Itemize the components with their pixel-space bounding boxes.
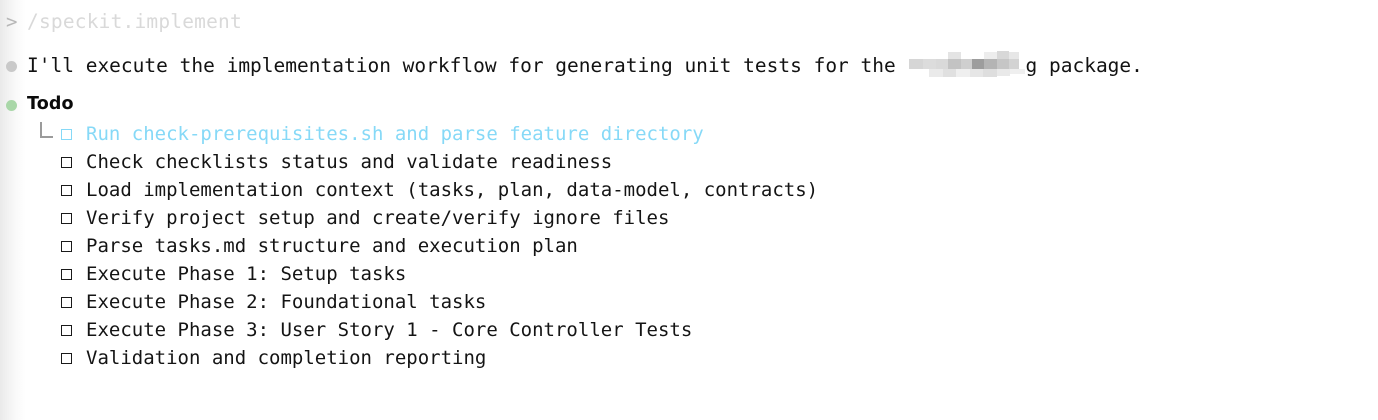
assistant-gutter	[0, 60, 27, 72]
conversation-transcript: > /speckit.implement I'll execute the im…	[0, 0, 1378, 372]
todo-item[interactable]: Verify project setup and create/verify i…	[0, 204, 1378, 232]
redaction-pixel-block	[955, 69, 970, 77]
todo-panel-title: Todo	[27, 94, 74, 115]
checkbox-empty-icon[interactable]	[61, 184, 72, 196]
redaction-pixel-block	[1008, 52, 1019, 59]
todo-gutter	[0, 99, 27, 111]
redaction-pixel-block	[922, 59, 936, 69]
todo-item[interactable]: Parse tasks.md structure and execution p…	[0, 232, 1378, 260]
prompt-chevron-icon: >	[6, 10, 18, 33]
message-text-before: I'll execute the implementation workflow…	[27, 54, 908, 78]
todo-item[interactable]: Execute Phase 1: Setup tasks	[0, 260, 1378, 288]
redaction-pixel-block	[996, 69, 1010, 76]
redacted-text-block	[908, 51, 1025, 81]
checkbox-empty-icon[interactable]	[61, 212, 72, 224]
redaction-pixel-block	[928, 69, 943, 77]
todo-item-label: Execute Phase 2: Foundational tasks	[86, 290, 487, 313]
redaction-pixel-block	[1008, 59, 1019, 69]
redaction-pixel-block	[983, 52, 997, 59]
todo-item-label: Run check-prerequisites.sh and parse fea…	[86, 122, 704, 145]
todo-item-label: Execute Phase 1: Setup tasks	[86, 262, 407, 285]
todo-list: Run check-prerequisites.sh and parse fea…	[0, 120, 1378, 372]
redaction-pixel-block	[908, 59, 923, 69]
redaction-pixel-block	[947, 59, 961, 69]
command-echo-row: > /speckit.implement	[0, 0, 1378, 44]
todo-item[interactable]: Execute Phase 3: User Story 1 - Core Con…	[0, 316, 1378, 344]
checkbox-empty-icon[interactable]	[61, 296, 72, 308]
redaction-pixel-block	[960, 59, 972, 69]
todo-item-label: Parse tasks.md structure and execution p…	[86, 234, 578, 257]
todo-item[interactable]: Check checklists status and validate rea…	[0, 148, 1378, 176]
redaction-pixel-block	[983, 59, 997, 69]
todo-item-label: Validation and completion reporting	[86, 346, 487, 369]
redaction-pixel-block	[996, 51, 1009, 59]
message-text-after: g package.	[1025, 54, 1143, 78]
checkbox-empty-icon[interactable]	[61, 156, 72, 168]
dot-icon	[6, 60, 17, 72]
redaction-pixel-block	[947, 52, 961, 59]
todo-item-label: Verify project setup and create/verify i…	[86, 206, 670, 229]
checkbox-empty-icon[interactable]	[61, 268, 72, 280]
todo-header-row: Todo	[0, 90, 1378, 120]
todo-item[interactable]: Validation and completion reporting	[0, 344, 1378, 372]
command-gutter: >	[0, 10, 27, 33]
redaction-pixel-block	[942, 69, 956, 77]
slash-command-text[interactable]: /speckit.implement	[27, 10, 242, 34]
checkbox-empty-icon[interactable]	[61, 324, 72, 336]
checkbox-empty-icon[interactable]	[61, 240, 72, 252]
todo-item-label: Execute Phase 3: User Story 1 - Core Con…	[86, 318, 693, 341]
todo-item[interactable]: Execute Phase 2: Foundational tasks	[0, 288, 1378, 316]
todo-item[interactable]: Load implementation context (tasks, plan…	[0, 176, 1378, 204]
assistant-message-row: I'll execute the implementation workflow…	[0, 44, 1378, 88]
checkbox-empty-icon[interactable]	[61, 352, 72, 364]
tree-corner-connector-icon	[40, 122, 53, 138]
redaction-pixel-block	[971, 59, 984, 69]
checkbox-empty-icon[interactable]	[61, 128, 72, 140]
todo-item-label: Check checklists status and validate rea…	[86, 150, 613, 173]
redaction-pixel-block	[996, 59, 1009, 69]
assistant-message-text: I'll execute the implementation workflow…	[27, 51, 1143, 81]
dot-icon	[6, 99, 17, 111]
redaction-pixel-block	[935, 59, 948, 69]
redaction-pixel-block	[969, 69, 983, 77]
redaction-pixel-block	[982, 69, 997, 77]
redaction-pixel-block	[1009, 69, 1025, 74]
todo-item[interactable]: Run check-prerequisites.sh and parse fea…	[0, 120, 1378, 148]
todo-item-label: Load implementation context (tasks, plan…	[86, 178, 819, 201]
